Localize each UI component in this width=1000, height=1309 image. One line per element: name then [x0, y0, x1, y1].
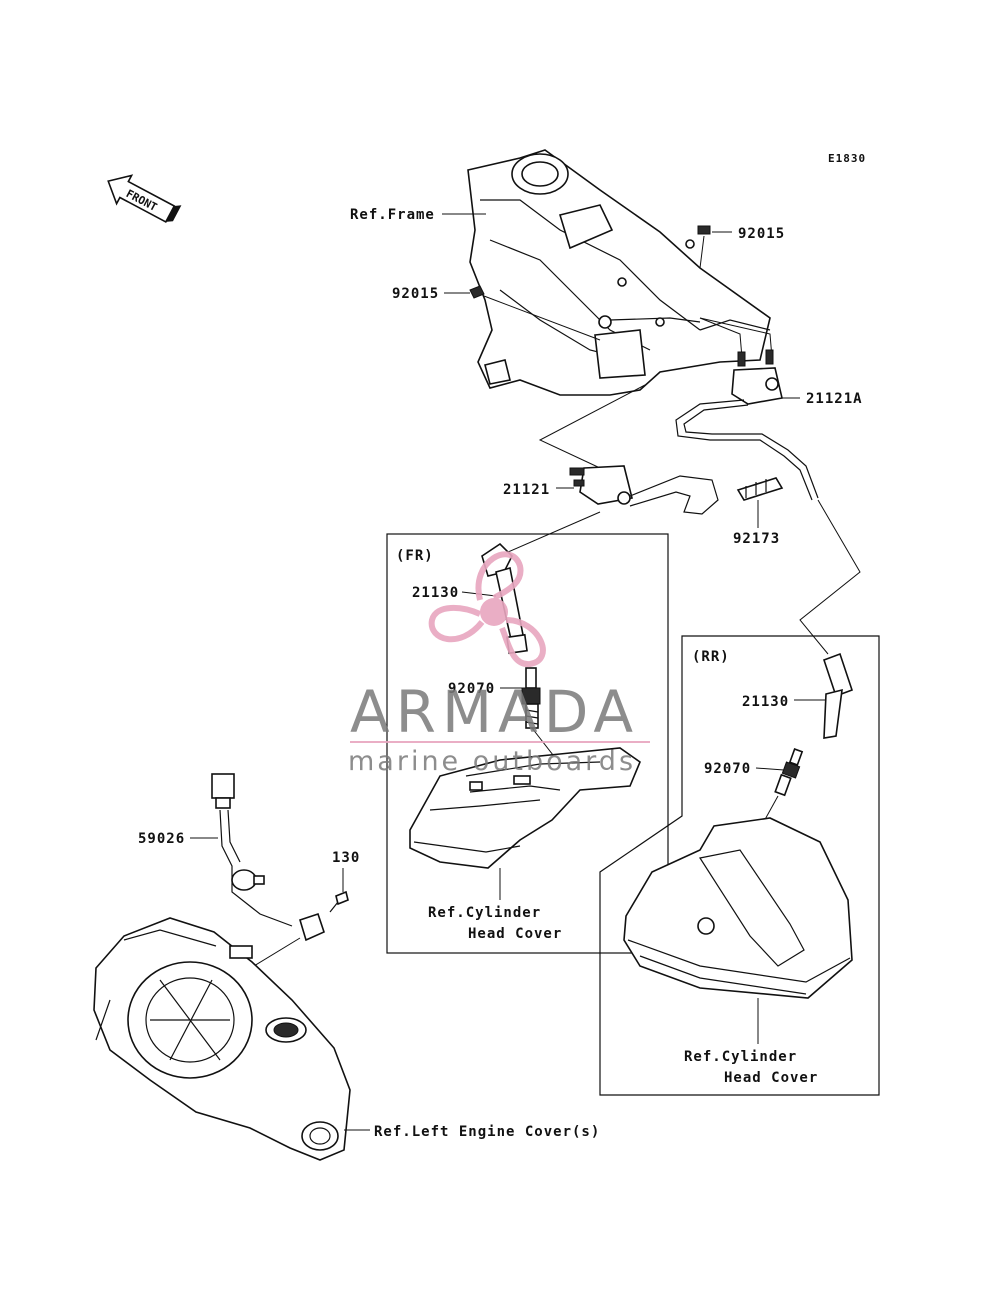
label-92173: 92173 [733, 531, 780, 547]
armada-logo-icon [428, 551, 546, 667]
rr-box [599, 635, 880, 1096]
front-arrow-icon: FRONT [107, 174, 182, 223]
clip-92015-top [697, 225, 711, 235]
label-ref-cyl-fr-1: Ref.Cylinder [428, 905, 541, 921]
left-engine-cover [93, 917, 351, 1161]
clip-92015-left [469, 285, 485, 299]
cylinder-head-cover-fr [409, 747, 641, 869]
cylinder-head-cover-rr [623, 817, 853, 999]
bolt-130 [329, 890, 349, 913]
label-ref-frame: Ref.Frame [350, 207, 435, 223]
spark-plug-92070-fr [521, 667, 541, 729]
diagram-code: E1830 [828, 152, 866, 165]
label-ref-cyl-rr-1: Ref.Cylinder [684, 1049, 797, 1065]
label-ref-cyl-rr-2: Head Cover [724, 1070, 818, 1086]
label-rr: (RR) [692, 649, 730, 665]
label-92070-rr: 92070 [704, 761, 751, 777]
label-92015-top: 92015 [738, 226, 785, 242]
ignition-coil-21121 [569, 465, 719, 515]
label-fr: (FR) [396, 548, 434, 564]
label-ref-cyl-fr-2: Head Cover [468, 926, 562, 942]
label-59026: 59026 [138, 831, 185, 847]
watermark-title: ARMADA [350, 678, 639, 746]
fr-box [386, 533, 669, 954]
label-21130-fr: 21130 [412, 585, 459, 601]
label-ref-left-engine-cover: Ref.Left Engine Cover(s) [374, 1124, 600, 1140]
spark-plug-92070-rr [774, 748, 804, 797]
label-21121a: 21121A [806, 391, 863, 407]
label-21121: 21121 [503, 482, 550, 498]
label-130: 130 [332, 850, 360, 866]
label-92070-fr: 92070 [448, 681, 495, 697]
frame-part [467, 149, 771, 396]
clamp-92173 [736, 477, 784, 501]
watermark-subtitle: marine outboards [348, 746, 636, 777]
label-92015-left: 92015 [392, 286, 439, 302]
plug-cap-21130-rr [822, 652, 854, 739]
sensor-59026 [211, 773, 325, 942]
ignition-coil-21121a [675, 349, 819, 501]
label-21130-rr: 21130 [742, 694, 789, 710]
